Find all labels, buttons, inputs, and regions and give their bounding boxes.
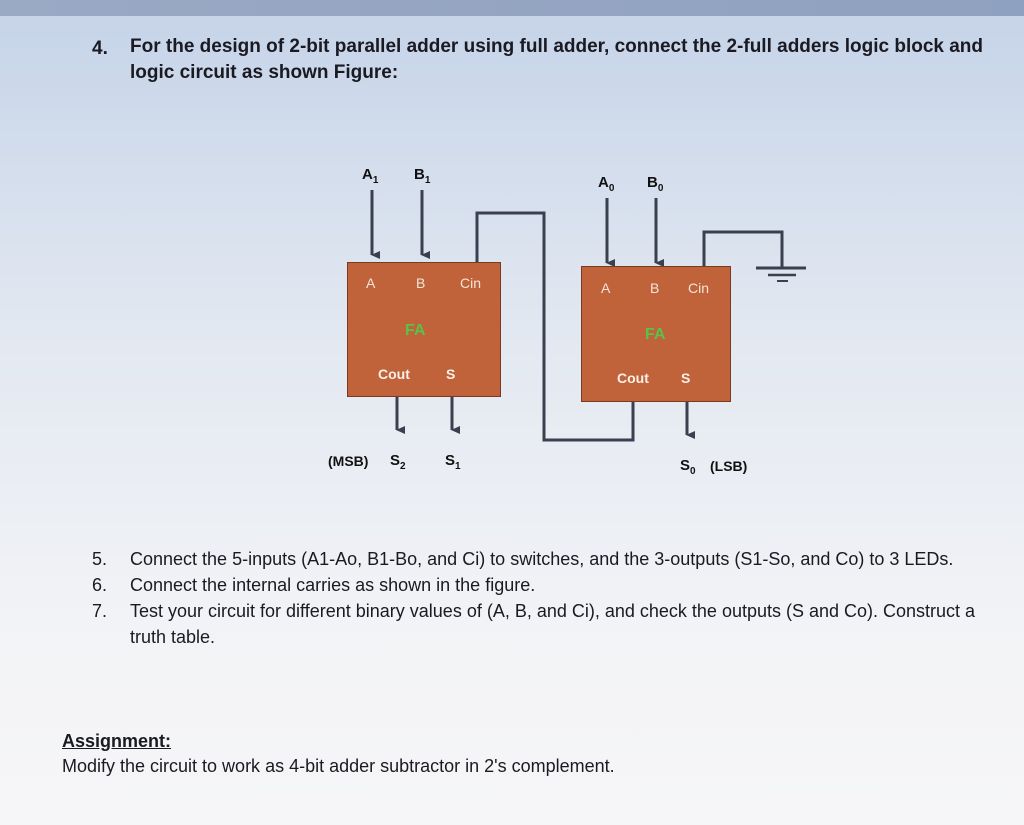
label-s1: S1 (445, 452, 461, 472)
fa1-input-b: B (416, 275, 426, 291)
step-item: 5. Connect the 5-inputs (A1-Ao, B1-Bo, a… (92, 546, 1002, 572)
carry-wire (475, 211, 635, 442)
label-lsb: (LSB) (710, 458, 748, 474)
assignment-heading: Assignment: (62, 731, 172, 751)
fa0-output-s: S (681, 370, 691, 386)
step-item: 7. Test your circuit for different binar… (92, 598, 1002, 650)
ground-wire (702, 230, 784, 275)
full-adder-0 (581, 266, 731, 402)
question-text: For the design of 2-bit parallel adder u… (130, 36, 984, 83)
label-s0: S0 (680, 457, 696, 477)
fa1-input-cin: Cin (460, 275, 482, 291)
fa0-input-b: B (650, 280, 660, 296)
step-item: 6. Connect the internal carries as shown… (92, 572, 1002, 598)
step-number: 6. (92, 575, 108, 595)
step-text: Test your circuit for different binary v… (130, 601, 976, 647)
fa1-output-cout: Cout (378, 366, 410, 382)
step-number: 7. (92, 601, 108, 621)
top-edge (0, 0, 1024, 16)
label-msb: (MSB) (328, 453, 369, 469)
fa1-output-s: S (446, 366, 456, 382)
question-number: 4. (92, 38, 108, 59)
fa0-input-a: A (601, 280, 611, 296)
steps-list: 5. Connect the 5-inputs (A1-Ao, B1-Bo, a… (92, 546, 1002, 650)
assignment-text: Modify the circuit to work as 4-bit adde… (62, 756, 615, 776)
fa0-input-cin: Cin (688, 280, 710, 296)
step-text: Connect the internal carries as shown in… (130, 575, 536, 595)
label-b1: B1 (414, 166, 431, 186)
fa1-input-a: A (366, 275, 376, 291)
label-a1: A1 (362, 166, 379, 186)
label-s2: S2 (390, 452, 406, 472)
step-text: Connect the 5-inputs (A1-Ao, B1-Bo, and … (130, 549, 954, 569)
fa0-output-cout: Cout (617, 370, 649, 386)
fa1-title: FA (405, 322, 426, 339)
step-number: 5. (92, 549, 108, 569)
full-adder-1 (347, 262, 501, 397)
label-b0: B0 (647, 174, 664, 194)
fa0-title: FA (645, 326, 666, 343)
label-a0: A0 (598, 174, 615, 194)
